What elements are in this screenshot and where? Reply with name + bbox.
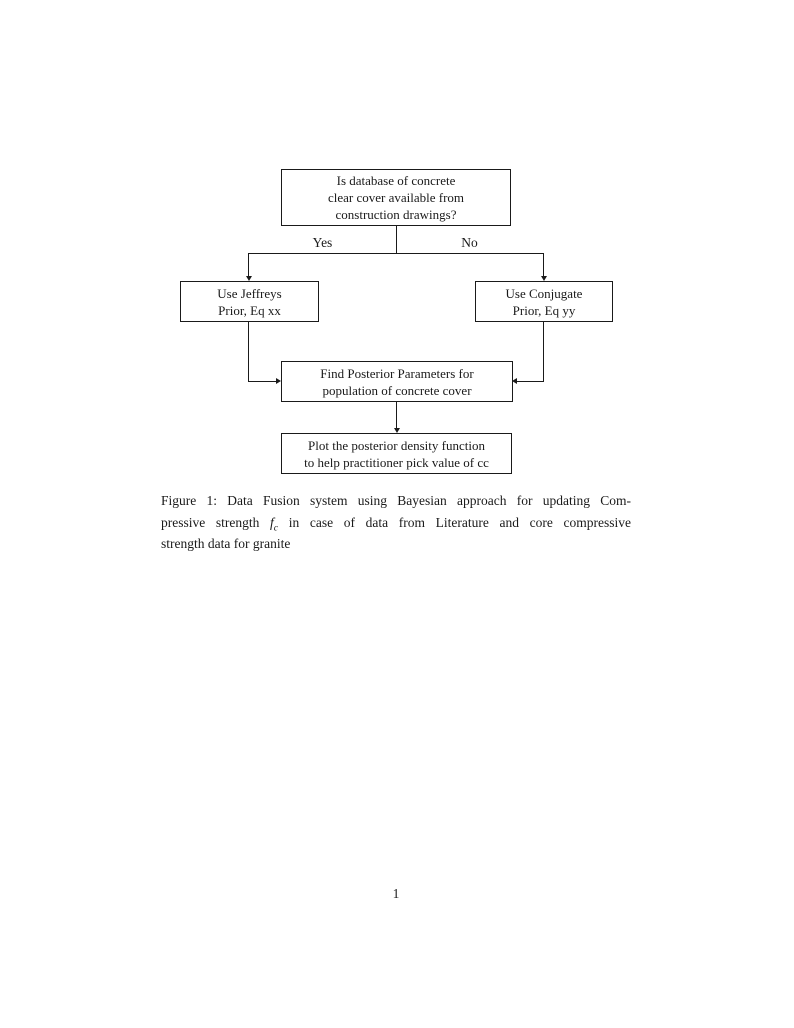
node-find-posterior: Find Posterior Parameters for population… <box>281 361 513 402</box>
arrowhead-posterior-icon <box>394 428 400 433</box>
edge-label-yes: Yes <box>312 235 333 250</box>
caption-line-1: Figure 1: Data Fusion system using Bayes… <box>161 490 631 512</box>
connector-decision-down <box>396 226 397 253</box>
node-conjugate-line: Prior, Eq yy <box>512 302 576 318</box>
node-posterior-line: population of concrete cover <box>322 382 472 398</box>
arrowhead-conjugate-icon <box>512 378 517 384</box>
edge-label-no: No <box>461 235 478 250</box>
page-number: 1 <box>392 886 400 901</box>
node-decision-line: construction drawings? <box>335 207 457 222</box>
caption-text: in case of data from Literature and core… <box>278 514 631 530</box>
caption-text: Figure 1: Data Fusion system using Bayes… <box>161 493 631 508</box>
caption-line-2: pressive strength fc in case of data fro… <box>161 512 631 534</box>
node-conjugate-line: Use Conjugate <box>505 285 583 301</box>
node-plot-line: to help practitioner pick value of cc <box>304 454 489 470</box>
figure-caption: Figure 1: Data Fusion system using Bayes… <box>161 490 631 555</box>
connector-conjugate-down <box>543 322 544 381</box>
connector-conjugate-horizontal <box>517 381 544 382</box>
connector-jeffreys-down <box>248 322 249 381</box>
caption-text: strength data for granite <box>161 536 291 551</box>
caption-text: pressive strength <box>161 514 271 530</box>
connector-jeffreys-horizontal <box>248 381 276 382</box>
connector-no-down <box>543 253 544 276</box>
node-jeffreys-line: Prior, Eq xx <box>218 302 281 318</box>
node-posterior-line: Find Posterior Parameters for <box>320 365 474 381</box>
arrowhead-yes-icon <box>246 276 252 281</box>
node-jeffreys-prior: Use Jeffreys Prior, Eq xx <box>180 281 319 322</box>
node-decision-line: clear cover available from <box>327 190 465 205</box>
connector-split-horizontal <box>248 253 544 254</box>
node-plot-density: Plot the posterior density function to h… <box>281 433 512 474</box>
arrowhead-jeffreys-icon <box>276 378 281 384</box>
connector-yes-down <box>248 253 249 276</box>
math-subscript-c: c <box>273 522 279 534</box>
node-plot-line: Plot the posterior density function <box>308 437 485 453</box>
connector-posterior-down <box>396 402 397 428</box>
caption-line-3: strength data for granite <box>161 533 631 555</box>
node-conjugate-prior: Use Conjugate Prior, Eq yy <box>475 281 613 322</box>
node-jeffreys-line: Use Jeffreys <box>217 285 282 301</box>
node-decision: Is database of concrete clear cover avai… <box>281 169 511 226</box>
arrowhead-no-icon <box>541 276 547 281</box>
node-decision-line: Is database of concrete <box>336 173 456 188</box>
math-f-symbol: f <box>270 514 274 530</box>
